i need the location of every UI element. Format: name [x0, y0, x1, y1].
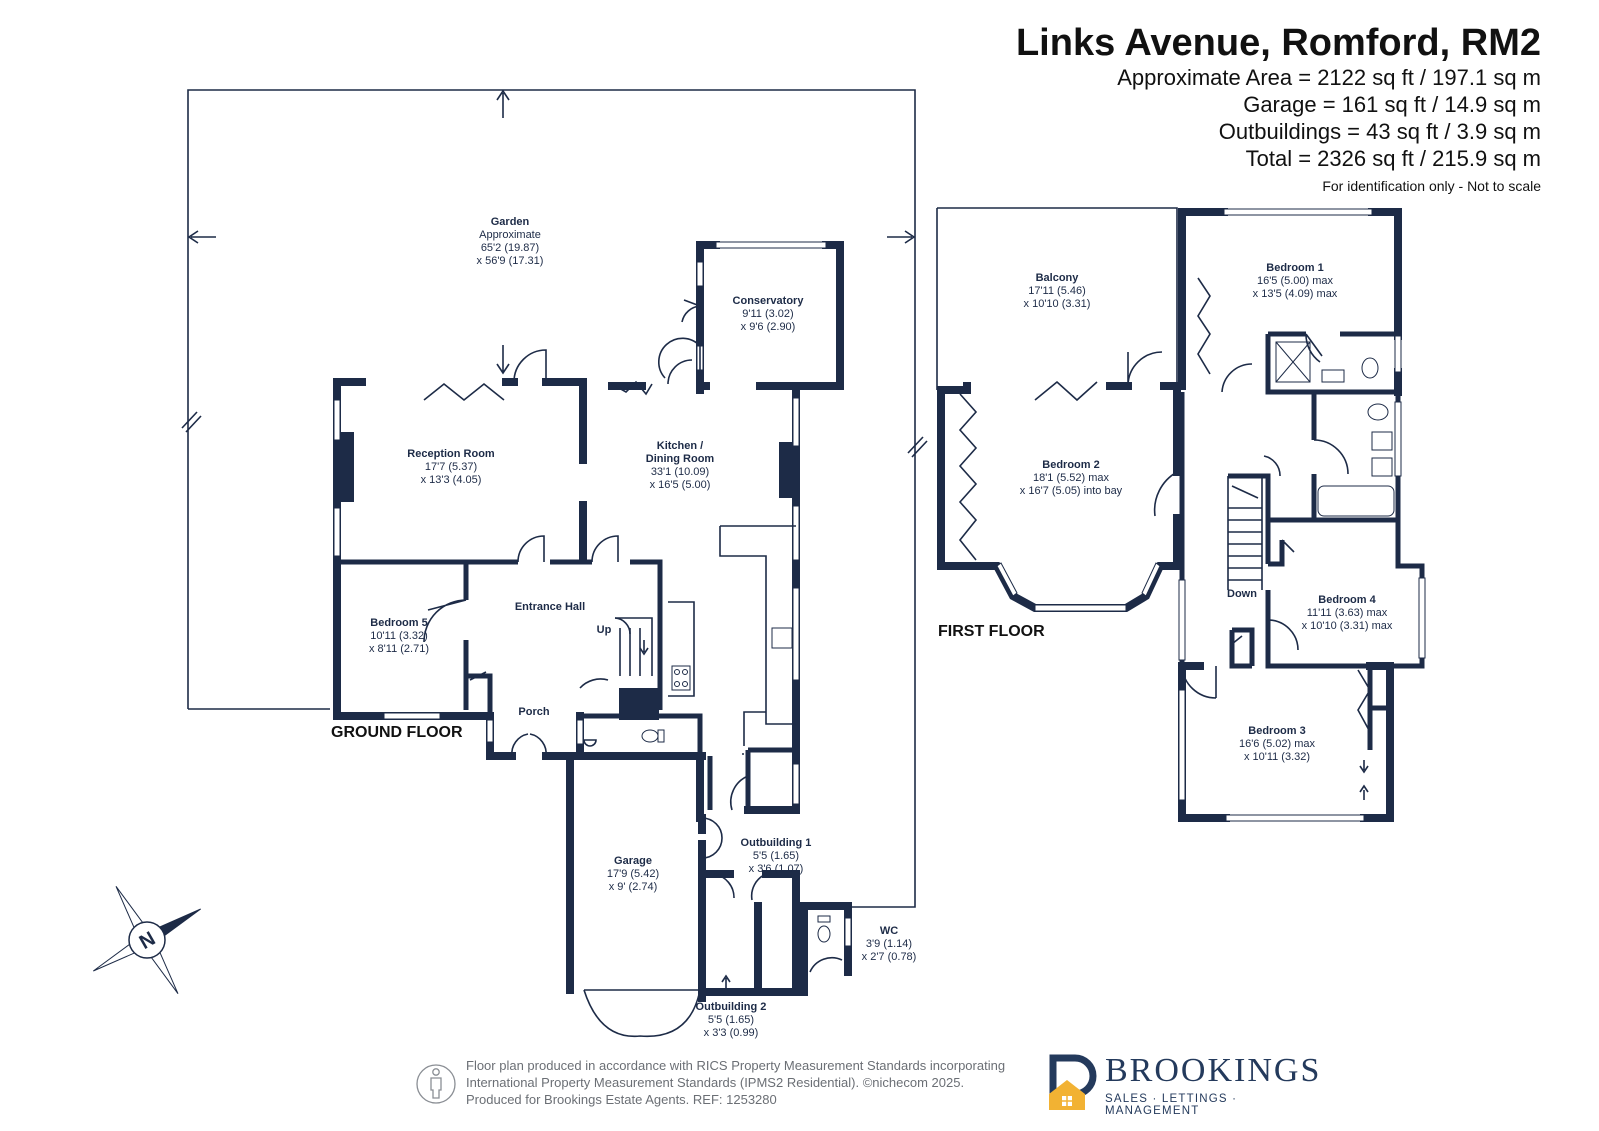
footer-note: Floor plan produced in accordance with R… [466, 1057, 1005, 1108]
garage-name: Garage [614, 855, 652, 867]
bedroom5-dim-1: 10'11 (3.32) [370, 630, 428, 642]
wc-name: WC [880, 925, 898, 937]
compass-icon: N [93, 886, 201, 994]
bedroom3-dim-1: 16'6 (5.02) max [1239, 738, 1316, 750]
kitchen-name-2: Dining Room [646, 453, 715, 465]
conservatory-dim-2: x 9'6 (2.90) [741, 321, 796, 333]
approximate-area: Approximate Area = 2122 sq ft / 197.1 sq… [1117, 65, 1541, 90]
outbuilding1-dim-1: 5'5 (1.65) [753, 850, 799, 862]
reception-name: Reception Room [407, 448, 495, 460]
garden-note: Approximate [479, 229, 541, 241]
boundary-arrow-right [887, 230, 916, 244]
brookings-house-icon [1049, 1054, 1097, 1110]
kitchen-dim-1: 33'1 (10.09) [651, 466, 709, 478]
outbuilding1-name: Outbuilding 1 [741, 837, 812, 849]
reception-dim-1: 17'7 (5.37) [425, 461, 477, 473]
bedroom3-dim-2: x 10'11 (3.32) [1244, 751, 1310, 763]
bedroom4-name: Bedroom 4 [1318, 594, 1376, 606]
outbuilding1-dim-2: x 3'6 (1.07) [749, 863, 804, 875]
boundary-arrow-left [187, 230, 216, 244]
outbuildings-area: Outbuildings = 43 sq ft / 3.9 sq m [1218, 119, 1541, 144]
bedroom1-dim-1: 16'5 (5.00) max [1257, 275, 1334, 287]
kitchen-dim-2: x 16'5 (5.00) [650, 479, 711, 491]
garage-dim-2: x 9' (2.74) [609, 881, 658, 893]
outbuilding2-dim-2: x 3'3 (0.99) [704, 1027, 759, 1039]
balcony-dim-1: 17'11 (5.46) [1028, 285, 1086, 297]
garden-dim-2: x 56'9 (17.31) [477, 255, 544, 267]
wc-dim-2: x 2'7 (0.78) [862, 951, 917, 963]
brand-logo: BROOKINGS SALES · LETTINGS · MANAGEMENT [1045, 1052, 1319, 1117]
footer-line-1: Floor plan produced in accordance with R… [466, 1058, 1006, 1073]
bedroom2-dim-1: 18'1 (5.52) max [1033, 472, 1110, 484]
outbuilding2-dim-1: 5'5 (1.65) [708, 1014, 754, 1026]
entrance-hall-name: Entrance Hall [515, 601, 585, 613]
brand-tagline: SALES · LETTINGS · MANAGEMENT [1105, 1093, 1238, 1117]
first-floor-label: FIRST FLOOR [938, 623, 1045, 640]
garden-dim-1: 65'2 (19.87) [481, 242, 539, 254]
garden-boundary [187, 89, 916, 908]
bedroom1-dim-2: x 13'5 (4.09) max [1253, 288, 1338, 300]
brand-name: BROOKINGS [1105, 1052, 1322, 1089]
boundary-arrow-mid [496, 345, 510, 375]
garage-dim-1: 17'9 (5.42) [607, 868, 659, 880]
bedroom4-dim-1: 11'11 (3.63) max [1307, 607, 1388, 619]
footer-line-3: Produced for Brookings Estate Agents. RE… [466, 1092, 777, 1107]
bedroom2-dim-2: x 16'7 (5.05) into bay [1020, 485, 1123, 497]
property-title: Links Avenue, Romford, RM2 [1015, 22, 1541, 64]
ground-floor [181, 89, 928, 1038]
ground-floor-labels: Garden Approximate 65'2 (19.87) x 56'9 (… [331, 216, 916, 1039]
bedroom1-name: Bedroom 1 [1266, 262, 1323, 274]
first-floor [936, 207, 1426, 822]
rics-person-icon [416, 1064, 456, 1104]
stairs-up-label: Up [597, 624, 612, 636]
garden-name: Garden [491, 216, 530, 228]
kitchen-name: Kitchen / [657, 440, 703, 452]
ground-floor-label: GROUND FLOOR [331, 724, 463, 741]
porch-name: Porch [518, 706, 549, 718]
first-floor-labels: Balcony 17'11 (5.46) x 10'10 (3.31) Bedr… [938, 262, 1393, 763]
wc-dim-1: 3'9 (1.14) [866, 938, 912, 950]
boundary-arrow-top [496, 89, 510, 118]
bedroom4-dim-2: x 10'10 (3.31) max [1302, 620, 1393, 632]
total-area: Total = 2326 sq ft / 215.9 sq m [1245, 146, 1541, 171]
stairs-down-label: Down [1227, 588, 1257, 600]
balcony-dim-2: x 10'10 (3.31) [1024, 298, 1091, 310]
header: Links Avenue, Romford, RM2 Approximate A… [1016, 22, 1541, 194]
bedroom5-name: Bedroom 5 [370, 617, 427, 629]
outbuilding2-name: Outbuilding 2 [696, 1001, 767, 1013]
footer-line-2: International Property Measurement Stand… [466, 1075, 965, 1090]
reception-dim-2: x 13'3 (4.05) [421, 474, 482, 486]
bedroom5-dim-2: x 8'11 (2.71) [369, 643, 429, 655]
conservatory-name: Conservatory [733, 295, 805, 307]
garage-area: Garage = 161 sq ft / 14.9 sq m [1243, 92, 1541, 117]
balcony-name: Balcony [1036, 272, 1080, 284]
bedroom2-name: Bedroom 2 [1042, 459, 1099, 471]
conservatory-dim-1: 9'11 (3.02) [742, 308, 793, 320]
disclaimer: For identification only - Not to scale [1322, 178, 1541, 194]
bedroom3-name: Bedroom 3 [1248, 725, 1305, 737]
